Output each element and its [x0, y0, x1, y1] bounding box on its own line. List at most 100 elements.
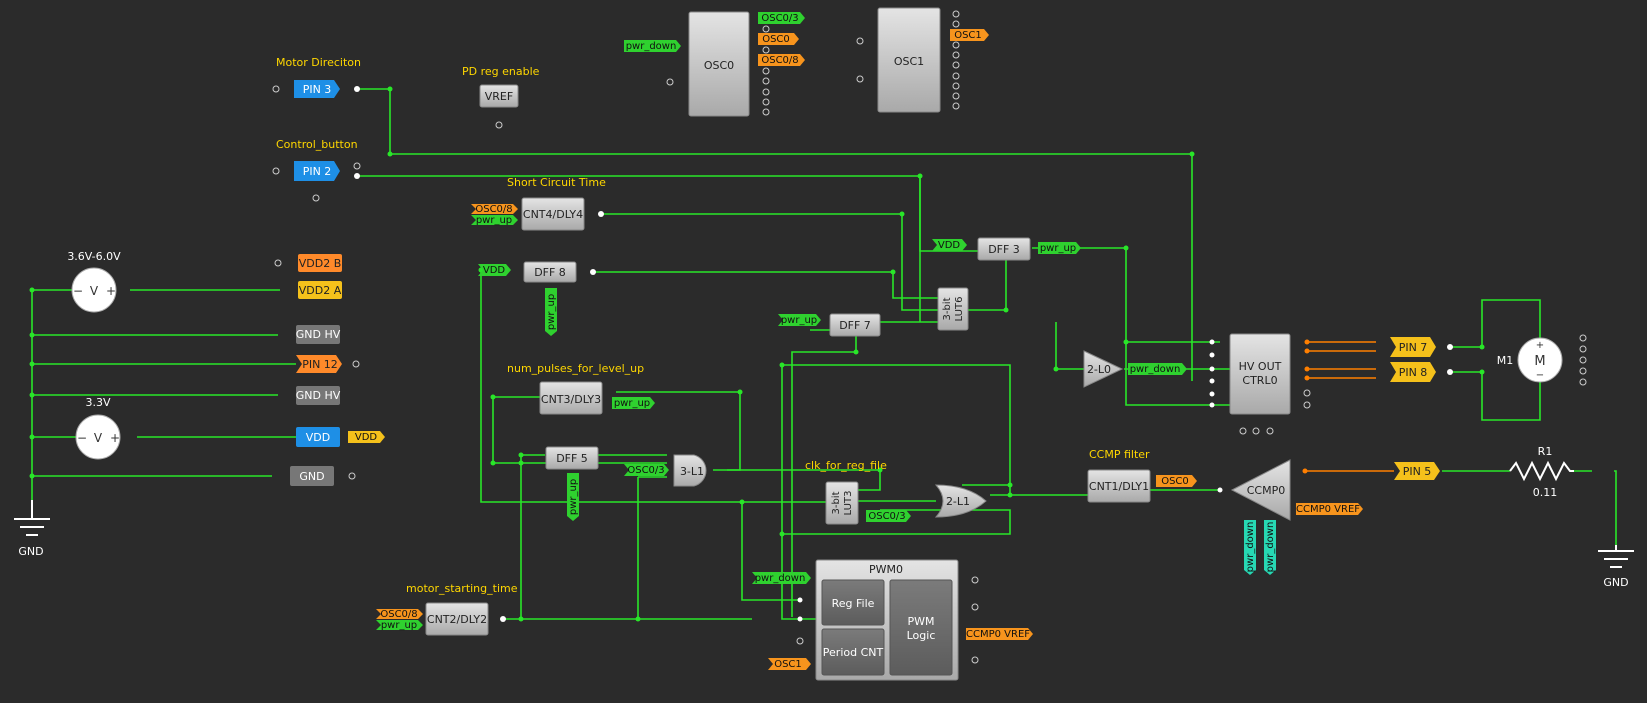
pin-gnd: [290, 466, 334, 486]
supply-label: 3.3V: [85, 396, 110, 409]
cnt3-block[interactable]: CNT3/DLY3: [539, 381, 603, 415]
tag-pwr-up-cnt3-text: pwr_up: [614, 398, 650, 409]
tag-osc0-3-lut3: [866, 510, 911, 522]
net-tags: pwr_down OSC0/3 OSC0 OSC0/8 OSC1 OSC0/8 …: [348, 12, 1363, 670]
gnd-label-right: GND: [1603, 576, 1628, 589]
pin-vdd2b-label: VDD2 B: [299, 257, 342, 270]
lut6-label-a: 3-bit: [942, 297, 953, 320]
tag-pwr-down-ccmp-1: [1244, 520, 1256, 575]
tag-pwr-up-cnt2-text: pwr_up: [381, 620, 417, 631]
tag-pwr-up-dff3: [1038, 242, 1081, 254]
ground-left: [14, 500, 50, 536]
gnd-label-left: GND: [18, 545, 43, 558]
pin-gnd-hv-1-label: GND HV: [296, 328, 341, 341]
vref-block[interactable]: VREF: [479, 84, 519, 129]
or2-label: 2-L1: [946, 495, 970, 508]
l2-0-gate[interactable]: 2-L0: [1083, 350, 1124, 388]
tag-vdd-dff3: [932, 239, 967, 251]
resistor-r1[interactable]: R1 0.11: [1509, 445, 1574, 499]
tag-ccmp0-vref-a-text: CCMP0 VREF: [1296, 504, 1360, 515]
tag-pwr-up-cnt4-text: pwr_up: [476, 215, 512, 226]
and3-gate[interactable]: 3-L1: [673, 454, 707, 487]
tag-osc0-cnt1-text: OSC0: [1161, 476, 1189, 487]
tag-pwr-down-ccmp-1-text: pwr_down: [1245, 522, 1256, 573]
dff3-label: DFF 3: [988, 243, 1020, 256]
cnt1-block[interactable]: CNT1/DLY1: [1087, 469, 1151, 503]
supply-3v6-6v[interactable]: 3.6V-6.0V V − +: [67, 250, 121, 313]
tag-pwr-up-dff5: [567, 473, 579, 521]
pin-7-label: PIN 7: [1399, 341, 1428, 354]
tag-pwr-up-dff7-text: pwr_up: [781, 315, 817, 326]
tag-vdd-out: [348, 431, 385, 443]
tag-pwr-up-cnt3: [612, 397, 655, 409]
pins-left[interactable]: VDD2 B VDD2 A GND HV PIN 12 GND HV VDD G…: [274, 254, 360, 486]
tag-pwr-down-pwm-text: pwr_down: [755, 573, 806, 584]
pwm0-block[interactable]: PWM0 Reg File Period CNT PWM Logic: [796, 559, 979, 681]
osc1-block[interactable]: OSC1: [856, 7, 960, 113]
pin-7[interactable]: PIN 7: [1390, 337, 1453, 357]
osc1-label: OSC1: [894, 55, 924, 68]
osc0-block[interactable]: OSC0: [666, 11, 770, 117]
tag-osc0-3-a-text: OSC0/3: [761, 13, 798, 24]
motor-ref-label: M1: [1497, 354, 1514, 367]
cnt2-block[interactable]: CNT2/DLY2: [425, 602, 506, 636]
cnt4-block[interactable]: CNT4/DLY4: [521, 197, 604, 231]
or2-gate[interactable]: 2-L1: [934, 484, 987, 518]
tag-pwr-up-dff3-text: pwr_up: [1040, 243, 1076, 254]
dff7-block[interactable]: DFF 7: [829, 313, 881, 337]
tag-ccmp0-vref-a: [1296, 503, 1363, 515]
motor-m1[interactable]: M1 M + −: [1497, 334, 1587, 386]
tag-osc1-pwm-text: OSC1: [774, 659, 802, 670]
cnt1-label: CNT1/DLY1: [1089, 480, 1149, 493]
cnt2-label: CNT2/DLY2: [427, 613, 487, 626]
pd-reg-enable-label: PD reg enable: [462, 65, 540, 78]
pin-gnd-hv-2-label: GND HV: [296, 389, 341, 402]
pin-12-label: PIN 12: [302, 358, 338, 371]
tag-pwr-down-ccmp-2-text: pwr_down: [1265, 522, 1276, 573]
pin-vdd-label: VDD: [306, 431, 330, 444]
dff8-label: DFF 8: [534, 266, 566, 279]
hvout-label-a: HV OUT: [1239, 360, 1282, 373]
tag-osc1-pwm: [768, 658, 811, 670]
supply-3v3[interactable]: 3.3V V − +: [75, 396, 121, 460]
wires: [31, 88, 1617, 620]
voltmeter-icon: V: [94, 431, 103, 445]
lut3-block[interactable]: 3-bit LUT3: [825, 481, 859, 525]
lut6-block[interactable]: 3-bit LUT6: [937, 287, 969, 331]
resistor-value-label: 0.11: [1533, 486, 1558, 499]
dff8-block[interactable]: DFF 8: [523, 261, 596, 283]
supply-label: 3.6V-6.0V: [67, 250, 121, 263]
pin-2-label: PIN 2: [303, 165, 332, 178]
tag-vdd-dff8-text: VDD: [483, 265, 506, 276]
pin-5-label: PIN 5: [1403, 465, 1432, 478]
dff3-block[interactable]: DFF 3: [977, 237, 1031, 261]
tag-osc0-a: [758, 33, 799, 45]
hvout-ctrl0-block[interactable]: HV OUT CTRL0: [1209, 333, 1311, 435]
pin-vdd2a: [298, 281, 342, 299]
minus-terminal: −: [73, 284, 83, 298]
l2-0-label: 2-L0: [1087, 363, 1111, 376]
pwm-logic-label-b: Logic: [907, 629, 936, 642]
short-circuit-time-label: Short Circuit Time: [507, 176, 606, 189]
pin-3[interactable]: PIN 3: [272, 80, 360, 98]
tag-osc0-8-a-text: OSC0/8: [761, 55, 798, 66]
and3-label: 3-L1: [680, 465, 704, 478]
lut3-label-b: LUT3: [843, 491, 854, 516]
tag-pwr-down-pwm: [752, 572, 811, 584]
pin-gnd-hv-1: [296, 325, 340, 344]
tag-osc0-3-lut3-text: OSC0/3: [868, 511, 905, 522]
pin-5[interactable]: PIN 5: [1394, 462, 1440, 480]
ccmp0-block[interactable]: CCMP0: [1217, 459, 1308, 521]
osc0-label: OSC0: [704, 59, 734, 72]
dff5-block[interactable]: DFF 5: [545, 446, 599, 470]
pin-2[interactable]: PIN 2: [272, 161, 361, 202]
reg-file-label: Reg File: [832, 597, 875, 610]
pin-8[interactable]: PIN 8: [1390, 362, 1453, 382]
period-cnt-label: Period CNT: [823, 646, 884, 659]
num-pulses-label: num_pulses_for_level_up: [507, 362, 644, 375]
pin-8-label: PIN 8: [1399, 366, 1428, 379]
tag-pwr-down-l20-text: pwr_down: [1130, 364, 1181, 375]
tag-pwr-down-l20: [1128, 363, 1187, 375]
tag-osc0-3-a: [758, 12, 805, 24]
